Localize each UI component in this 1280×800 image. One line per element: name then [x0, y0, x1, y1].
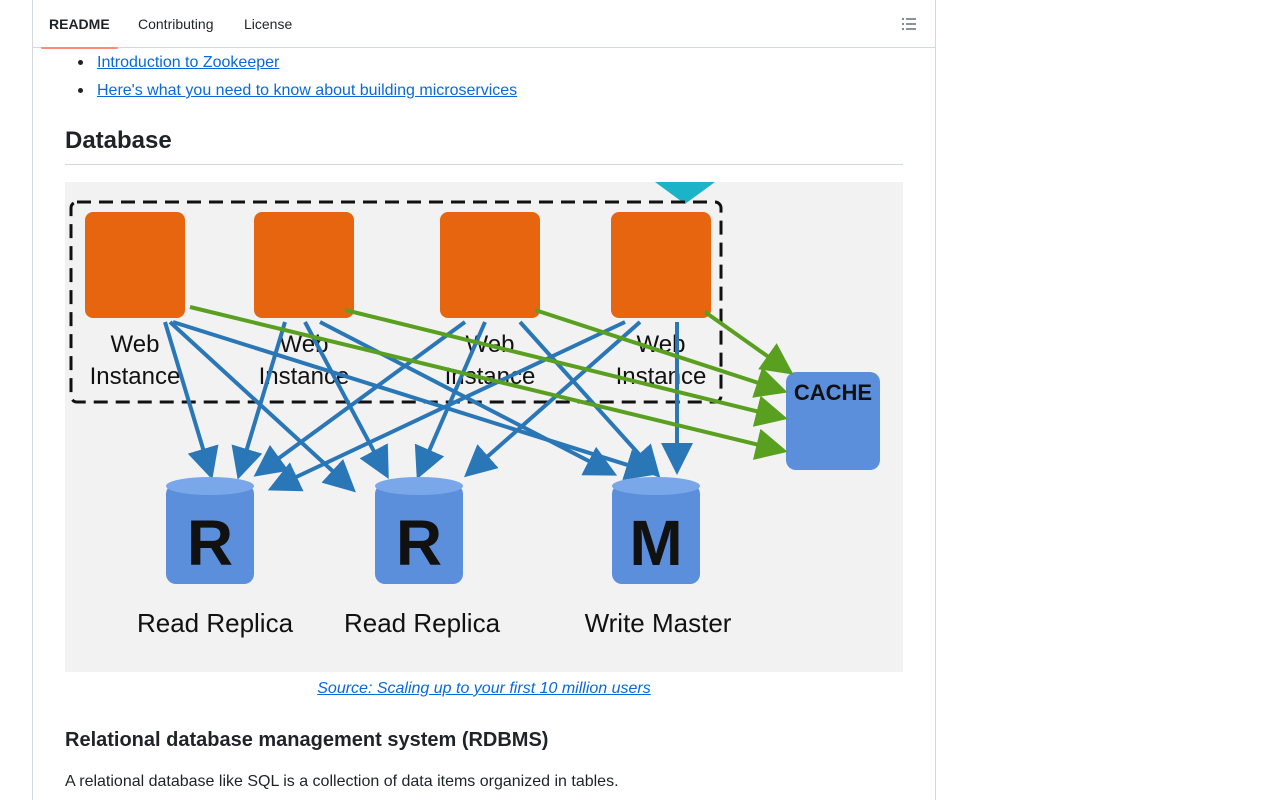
tab-readme[interactable]: README	[41, 0, 118, 49]
tab-license[interactable]: License	[244, 16, 293, 32]
tab-contributing[interactable]: Contributing	[138, 16, 214, 32]
web-instance: Web Instance	[254, 212, 354, 390]
svg-text:Instance: Instance	[90, 363, 181, 390]
link-microservices[interactable]: Here's what you need to know about build…	[97, 82, 518, 99]
accent-shape	[655, 182, 715, 204]
web-instance: Web Instance	[85, 212, 185, 390]
database-read-replica: R Read Replica	[344, 477, 501, 638]
figure-caption: Source: Scaling up to your first 10 mill…	[65, 680, 903, 698]
database-read-replica: R Read Replica	[137, 477, 294, 638]
web-tier-frame	[69, 200, 723, 404]
readme-tab-bar: README Contributing License	[33, 0, 935, 49]
web-instance: Web Instance	[440, 212, 540, 390]
database-diagram: Web Instance Web Instance Web Instance W…	[65, 182, 903, 672]
svg-text:Web: Web	[111, 331, 160, 358]
svg-text:R: R	[396, 507, 442, 579]
svg-text:R: R	[187, 507, 233, 579]
readme-panel: README Contributing License Introduction…	[32, 0, 936, 800]
link-zookeeper[interactable]: Introduction to Zookeeper	[97, 54, 280, 71]
db-arrows	[163, 320, 693, 493]
svg-text:Instance: Instance	[616, 363, 707, 390]
svg-text:M: M	[629, 507, 682, 579]
cache-arrows	[189, 305, 794, 460]
svg-text:Read Replica: Read Replica	[137, 608, 294, 638]
outline-button[interactable]	[893, 12, 925, 36]
rdbms-heading: Relational database management system (R…	[65, 729, 549, 751]
list-item: Here's what you need to know about build…	[65, 80, 517, 108]
link-list: Introduction to Zookeeper Here's what yo…	[65, 52, 517, 108]
source-link[interactable]: Source: Scaling up to your first 10 mill…	[317, 680, 651, 697]
list-unordered-icon	[902, 18, 916, 30]
database-write-master: M Write Master	[585, 477, 732, 638]
list-item: Introduction to Zookeeper	[65, 52, 517, 80]
svg-text:CACHE: CACHE	[794, 380, 872, 405]
svg-text:Read Replica: Read Replica	[344, 608, 501, 638]
svg-text:Write Master: Write Master	[585, 608, 732, 638]
rdbms-paragraph: A relational database like SQL is a coll…	[65, 773, 619, 790]
diagram-svg: Web Instance Web Instance Web Instance W…	[69, 182, 880, 638]
database-heading: Database	[65, 126, 903, 165]
cache-node: CACHE	[786, 372, 880, 470]
